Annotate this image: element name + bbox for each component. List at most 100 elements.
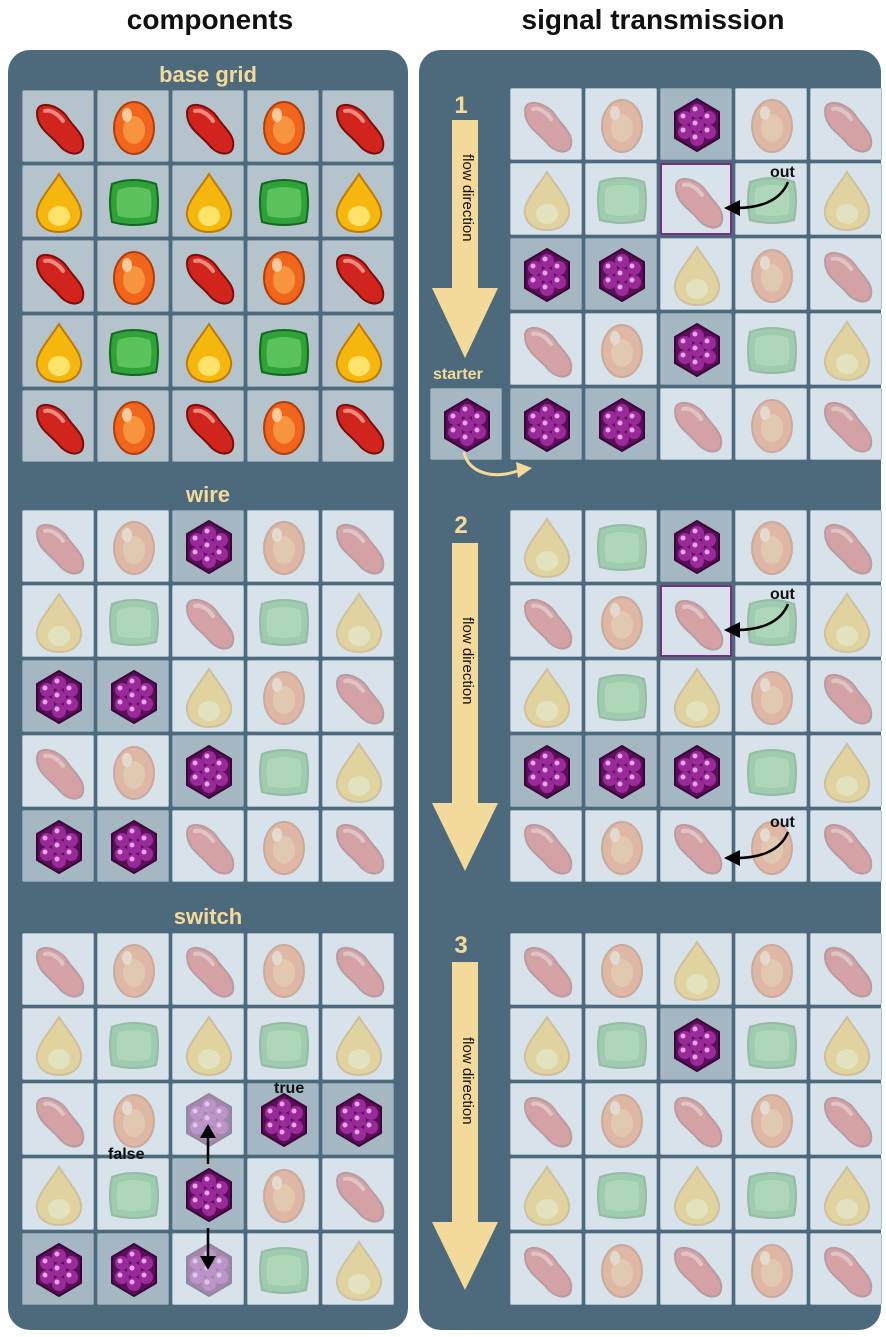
red-bean-candy-icon	[23, 91, 95, 163]
grid-cell	[735, 1233, 807, 1305]
yellow-teardrop-candy-icon	[811, 1009, 883, 1081]
grid-cell	[510, 163, 582, 235]
grid-cell	[322, 1233, 394, 1305]
green-square-candy-icon	[248, 586, 320, 658]
purple-cluster-candy-icon	[586, 736, 658, 808]
red-bean-candy-icon	[173, 241, 245, 313]
purple-cluster-candy-icon	[98, 811, 170, 883]
grid-cell	[660, 388, 732, 460]
grid-cell	[510, 1083, 582, 1155]
orange-drop-candy-icon	[586, 586, 658, 658]
grid-cell	[810, 735, 882, 807]
grid-cell	[322, 585, 394, 657]
grid-cell	[510, 1158, 582, 1230]
orange-drop-candy-icon	[736, 239, 808, 311]
grid-cell	[22, 165, 94, 237]
grid-cell	[322, 1158, 394, 1230]
red-bean-candy-icon	[323, 934, 395, 1006]
out-arrow-3-icon	[718, 828, 798, 868]
grid-cell	[735, 238, 807, 310]
flow-arrow-3-icon	[430, 962, 500, 1292]
orange-drop-candy-icon	[98, 511, 170, 583]
orange-drop-candy-icon	[736, 389, 808, 461]
grid-cell	[172, 315, 244, 387]
out-arrow-2-icon	[718, 600, 798, 640]
red-bean-candy-icon	[811, 811, 883, 883]
grid-cell	[585, 238, 657, 310]
grid-cell	[97, 810, 169, 882]
purple-cluster-candy-icon	[586, 389, 658, 461]
purple-cluster-candy-icon	[586, 239, 658, 311]
green-square-candy-icon	[98, 1159, 170, 1231]
switch-double-arrow-icon	[196, 1124, 220, 1272]
grid-cell	[172, 585, 244, 657]
yellow-teardrop-candy-icon	[323, 1234, 395, 1306]
signal-transmission-title: signal transmission	[420, 4, 886, 36]
yellow-teardrop-candy-icon	[23, 586, 95, 658]
grid-cell	[660, 88, 732, 160]
orange-drop-candy-icon	[736, 1234, 808, 1306]
grid-cell	[585, 163, 657, 235]
green-square-candy-icon	[736, 1009, 808, 1081]
grid-cell	[810, 238, 882, 310]
true-label: true	[274, 1080, 304, 1098]
grid-cell	[510, 1233, 582, 1305]
grid-cell	[660, 735, 732, 807]
grid-cell	[585, 933, 657, 1005]
step-1-number: 1	[446, 92, 476, 120]
grid-cell	[97, 1008, 169, 1080]
red-bean-candy-icon	[511, 1084, 583, 1156]
yellow-teardrop-candy-icon	[23, 1159, 95, 1231]
components-title: components	[0, 4, 420, 36]
grid-cell	[97, 1158, 169, 1230]
purple-cluster-candy-icon	[511, 239, 583, 311]
grid-cell	[247, 1158, 319, 1230]
grid-cell	[247, 1008, 319, 1080]
grid-cell	[585, 1233, 657, 1305]
grid-cell	[660, 510, 732, 582]
orange-drop-candy-icon	[736, 661, 808, 733]
grid-cell	[510, 933, 582, 1005]
red-bean-candy-icon	[173, 934, 245, 1006]
grid-cell	[97, 390, 169, 462]
grid-cell	[22, 1083, 94, 1155]
grid-cell	[810, 88, 882, 160]
green-square-candy-icon	[248, 1009, 320, 1081]
red-bean-candy-icon	[511, 89, 583, 161]
flow-direction-label-2: flow direction	[459, 617, 476, 705]
yellow-teardrop-candy-icon	[811, 586, 883, 658]
yellow-teardrop-candy-icon	[323, 586, 395, 658]
grid-cell	[810, 1158, 882, 1230]
grid-cell	[22, 315, 94, 387]
switch-title: switch	[8, 904, 408, 930]
grid-cell	[247, 90, 319, 162]
yellow-teardrop-candy-icon	[23, 1009, 95, 1081]
red-bean-candy-icon	[661, 1234, 733, 1306]
red-bean-candy-icon	[811, 511, 883, 583]
purple-cluster-candy-icon	[661, 736, 733, 808]
green-square-candy-icon	[586, 1009, 658, 1081]
yellow-teardrop-candy-icon	[173, 1009, 245, 1081]
grid-cell	[660, 1083, 732, 1155]
red-bean-candy-icon	[173, 391, 245, 463]
out-arrow-1-icon	[718, 178, 798, 218]
red-bean-candy-icon	[661, 1084, 733, 1156]
grid-cell	[810, 585, 882, 657]
grid-cell	[585, 735, 657, 807]
green-square-candy-icon	[248, 316, 320, 388]
grid-cell	[247, 585, 319, 657]
grid-cell	[172, 90, 244, 162]
yellow-teardrop-candy-icon	[173, 316, 245, 388]
starter-label: starter	[433, 366, 483, 384]
yellow-teardrop-candy-icon	[511, 1159, 583, 1231]
grid-cell	[22, 1008, 94, 1080]
orange-drop-candy-icon	[586, 934, 658, 1006]
grid-cell	[322, 1083, 394, 1155]
grid-cell	[172, 390, 244, 462]
grid-cell	[22, 390, 94, 462]
orange-drop-candy-icon	[586, 1234, 658, 1306]
orange-drop-candy-icon	[98, 241, 170, 313]
red-bean-candy-icon	[323, 661, 395, 733]
red-bean-candy-icon	[323, 811, 395, 883]
grid-cell	[172, 1008, 244, 1080]
